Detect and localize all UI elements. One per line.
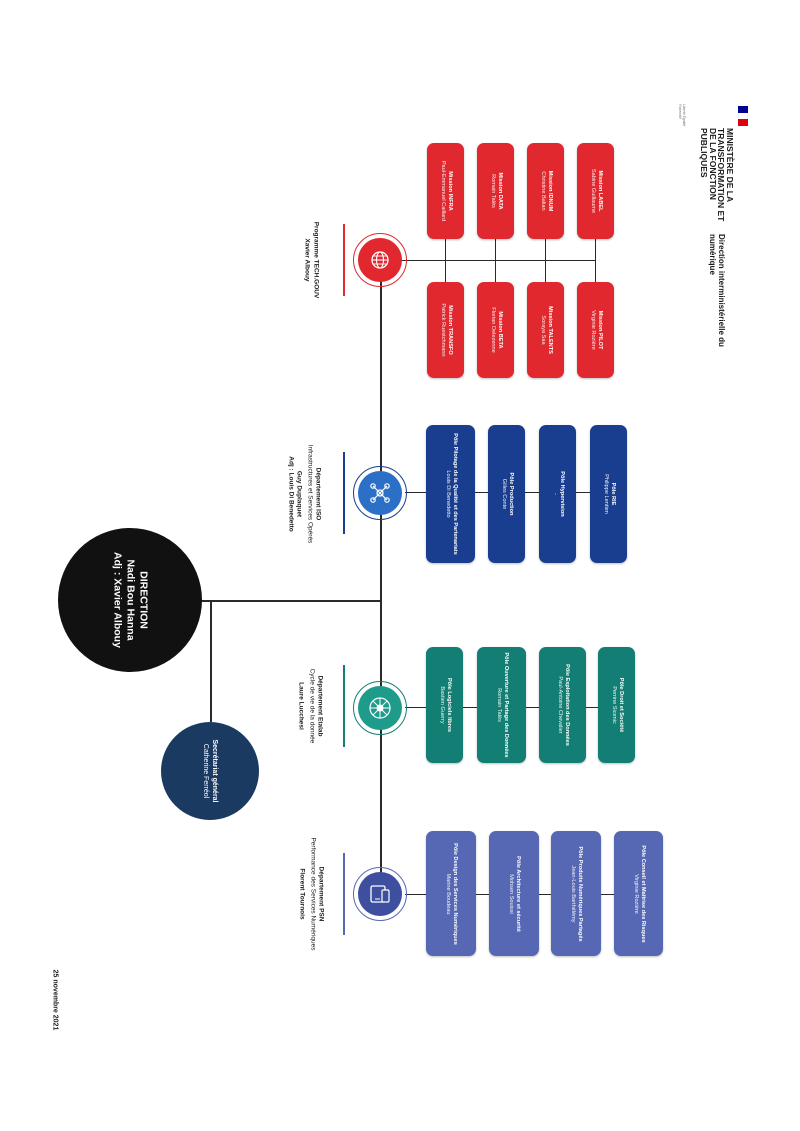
etalab-subtitle: Cycle de vie de la donnée	[308, 668, 316, 744]
programme-accent-bar	[343, 224, 345, 296]
document-date: 25 novembre 2021	[51, 969, 59, 1031]
iso-subtitle: Infrastructures et Services Opérés	[306, 444, 314, 544]
iso-accent-bar	[343, 452, 345, 534]
psn-label: Département PSN Performance des Services…	[282, 824, 340, 964]
programme-label: Programme TECH.GOUV Xavier Albouy	[290, 190, 332, 330]
iso-title: Département ISO	[314, 467, 322, 521]
direction-deputy: Adj : Xavier Albouy	[111, 552, 124, 648]
agency-name: Direction interministérielle du numériqu…	[708, 234, 726, 347]
iso-icon-circle	[358, 471, 402, 515]
ministry-name: MINISTÈRE DE LA TRANSFORMATION ET DE LA …	[699, 128, 736, 222]
direction-circle: DIRECTION Nadi Bou Hanna Adj : Xavier Al…	[58, 528, 202, 672]
etalab-icon-ring	[353, 681, 407, 735]
psn-icon-ring	[353, 867, 407, 921]
programme-branch-3	[545, 238, 546, 282]
etalab-title: Département Etalab	[316, 675, 324, 737]
pole-qualite-box: Pôle Pilotage de la Qualité et des Parte…	[426, 425, 475, 563]
iso-head: Guy Duplaquet	[295, 470, 303, 518]
etalab-head: Laure Lucchesi	[297, 682, 305, 730]
programme-title: Programme TECH.GOUV	[312, 221, 320, 299]
programme-head: Xavier Albouy	[303, 238, 311, 282]
programme-icon-circle	[358, 238, 402, 282]
direction-link-line	[200, 600, 381, 602]
secretariat-circle: Secrétariat général Catherine Ferréol	[161, 722, 259, 820]
etalab-icon-circle	[358, 686, 402, 730]
network-icon	[370, 483, 390, 503]
spine-line	[380, 260, 382, 885]
etalab-icon	[369, 697, 391, 719]
programme-icon-ring	[353, 233, 407, 287]
pole-hypervision-box: Pôle Hypervision-	[539, 425, 576, 563]
psn-head: Florent Tournois	[298, 868, 306, 920]
iso-label: Département ISO Infrastructures et Servi…	[272, 424, 336, 564]
iso-icon-ring	[353, 466, 407, 520]
psn-icon-circle	[358, 872, 402, 916]
direction-title: DIRECTION	[137, 571, 150, 629]
psn-accent-bar	[343, 853, 345, 935]
psn-subtitle: Performance des Services Numériques	[309, 837, 317, 951]
ministry-motto: Liberté Égalité Fraternité	[678, 104, 686, 127]
programme-link-line	[400, 260, 596, 261]
programme-branch-1	[445, 238, 446, 282]
flag-icon	[738, 106, 748, 127]
secretariat-name: Catherine Ferréol	[202, 743, 209, 799]
devices-icon	[370, 885, 390, 903]
iso-deputy: Adj : Louis Di Benedetto	[287, 456, 295, 532]
globe-icon	[371, 251, 389, 269]
etalab-label: Département Etalab Cycle de vie de la do…	[284, 636, 336, 776]
psn-title: Département PSN	[317, 866, 325, 922]
secretariat-link-line	[210, 600, 212, 722]
programme-branch-4	[595, 238, 596, 282]
programme-branch-2	[495, 238, 496, 282]
secretariat-title: Secrétariat général	[211, 739, 218, 803]
direction-name: Nadi Bou Hanna	[124, 559, 137, 641]
etalab-accent-bar	[343, 665, 345, 747]
